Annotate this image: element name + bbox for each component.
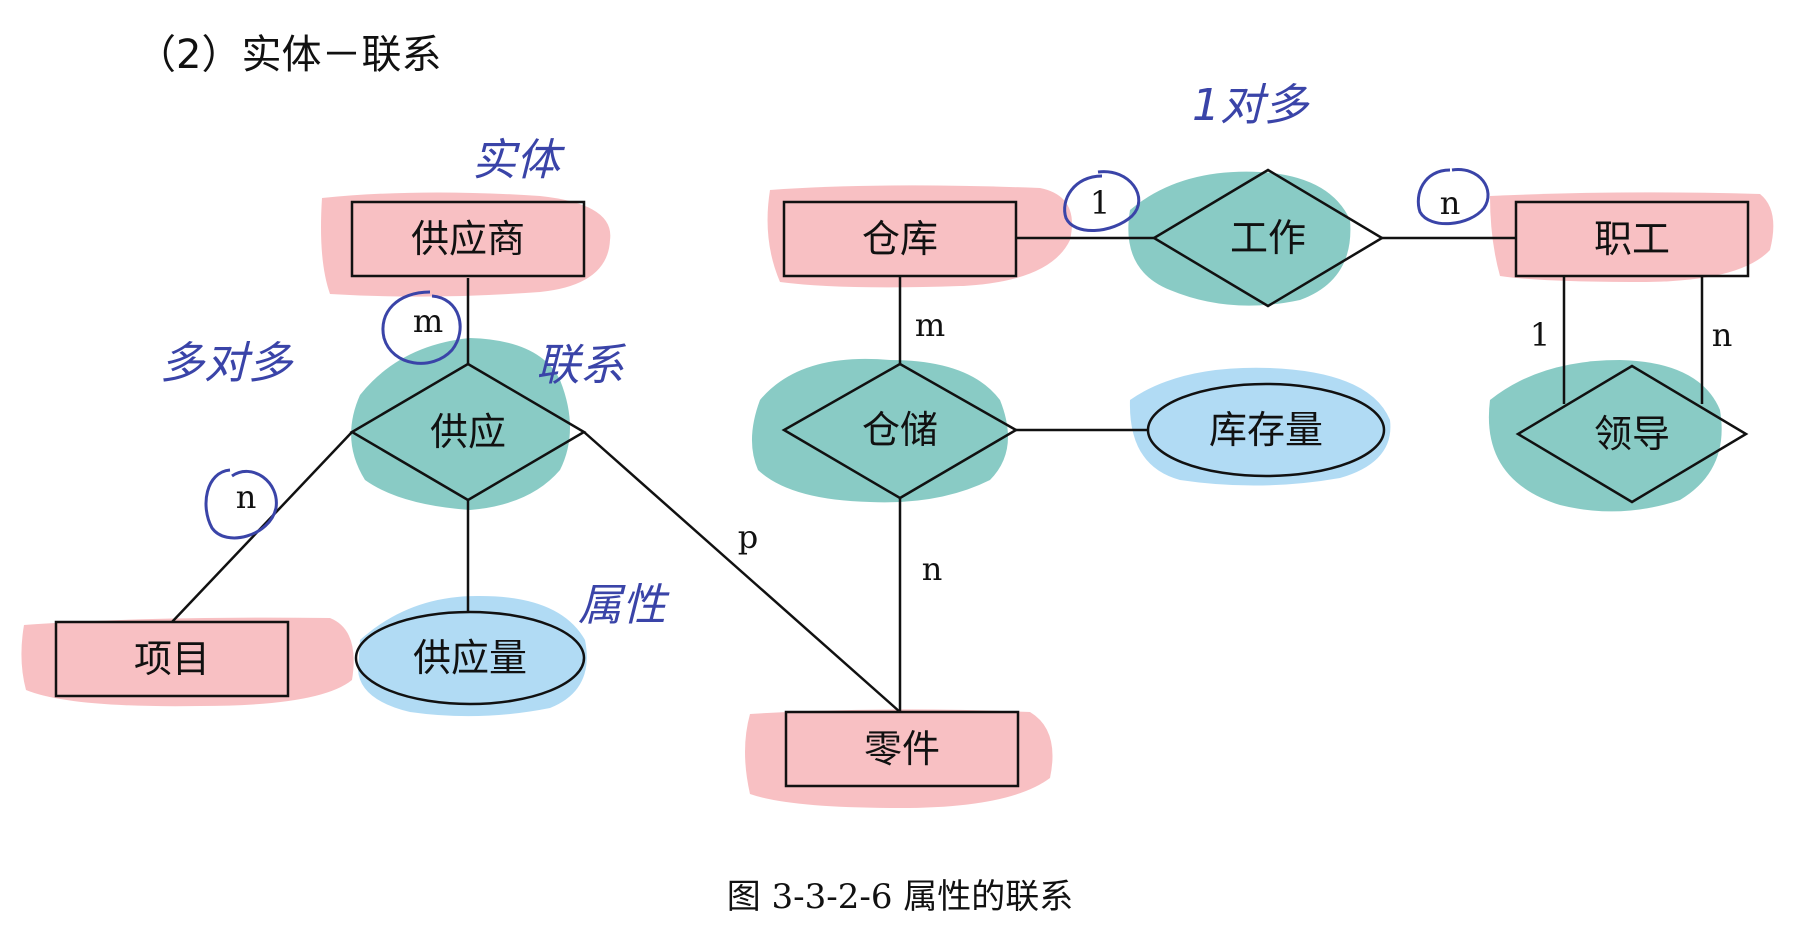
relationships: 供应 仓储 工作 领导 xyxy=(349,168,1749,504)
entity-staff-label: 职工 xyxy=(1594,217,1670,261)
highlight-warehouse xyxy=(767,185,1072,288)
highlight-lead xyxy=(1488,360,1722,512)
relationship-work-label: 工作 xyxy=(1230,216,1306,260)
highlight-supply xyxy=(351,338,570,510)
relationship-work: 工作 xyxy=(1151,168,1385,308)
relationship-storage: 仓储 xyxy=(781,362,1019,500)
entity-part-label: 零件 xyxy=(864,727,940,771)
connectors xyxy=(171,236,1704,713)
circle-card-1 xyxy=(1063,170,1141,232)
card-supplier-supply: m xyxy=(413,302,443,340)
relationship-storage-label: 仓储 xyxy=(862,408,938,452)
highlight-project xyxy=(21,617,354,707)
circle-card-n-staff xyxy=(1416,168,1490,226)
relationship-supply: 供应 xyxy=(349,362,587,502)
card-supply-part: p xyxy=(738,518,758,556)
annotation-attribute: 属性 xyxy=(578,580,670,631)
figure-caption: 图 3-3-2-6 属性的联系 xyxy=(727,877,1074,917)
entity-project: 项目 xyxy=(54,620,290,698)
attribute-supply-qty-label: 供应量 xyxy=(413,636,527,680)
highlight-work xyxy=(1128,171,1351,306)
entity-part: 零件 xyxy=(784,710,1020,788)
section-heading: （2）实体－联系 xyxy=(136,32,441,78)
highlight-staff xyxy=(1490,192,1774,282)
line-supply-part xyxy=(583,431,901,713)
card-work-staff: n xyxy=(1440,184,1461,222)
highlight-supply-qty xyxy=(358,595,587,717)
highlights xyxy=(21,171,1774,808)
annotation-many-to-many: 多对多 xyxy=(160,338,294,389)
hand-circles xyxy=(204,168,1490,540)
cardinality-labels: m n p m n 1 n 1 n xyxy=(236,184,1733,588)
entities: 供应商 仓库 职工 项目 零件 xyxy=(54,200,1750,788)
highlight-storage xyxy=(751,358,1008,503)
card-warehouse-work: 1 xyxy=(1090,184,1110,222)
relationship-lead-label: 领导 xyxy=(1594,412,1670,456)
attribute-stock-qty-label: 库存量 xyxy=(1209,408,1323,452)
annotation-one-to-many: 1对多 xyxy=(1192,80,1310,131)
entity-supplier: 供应商 xyxy=(350,200,586,278)
relationship-supply-label: 供应 xyxy=(430,410,506,454)
attributes: 供应量 库存量 xyxy=(354,382,1386,706)
card-staff-lead-right: n xyxy=(1712,316,1733,354)
entity-project-label: 项目 xyxy=(134,637,210,681)
highlight-supplier xyxy=(321,192,611,297)
annotation-relationship: 联系 xyxy=(536,340,627,391)
card-storage-part: n xyxy=(922,550,943,588)
highlight-part xyxy=(745,709,1053,808)
circle-card-m xyxy=(381,290,462,365)
annotation-entity: 实体 xyxy=(472,135,565,186)
attribute-supply-qty: 供应量 xyxy=(354,610,586,706)
handwritten-annotations: 实体 多对多 联系 属性 1对多 xyxy=(160,80,1310,631)
highlight-stock-qty xyxy=(1129,367,1391,486)
entity-staff: 职工 xyxy=(1514,200,1750,278)
card-warehouse-storage: m xyxy=(915,306,945,344)
card-staff-lead-left: 1 xyxy=(1530,316,1550,354)
entity-warehouse: 仓库 xyxy=(782,200,1018,278)
entity-warehouse-label: 仓库 xyxy=(862,217,938,261)
card-supply-project: n xyxy=(236,478,257,516)
attribute-stock-qty: 库存量 xyxy=(1146,382,1386,478)
circle-card-n-project xyxy=(204,468,278,540)
entity-supplier-label: 供应商 xyxy=(411,217,525,261)
relationship-lead: 领导 xyxy=(1515,364,1749,504)
